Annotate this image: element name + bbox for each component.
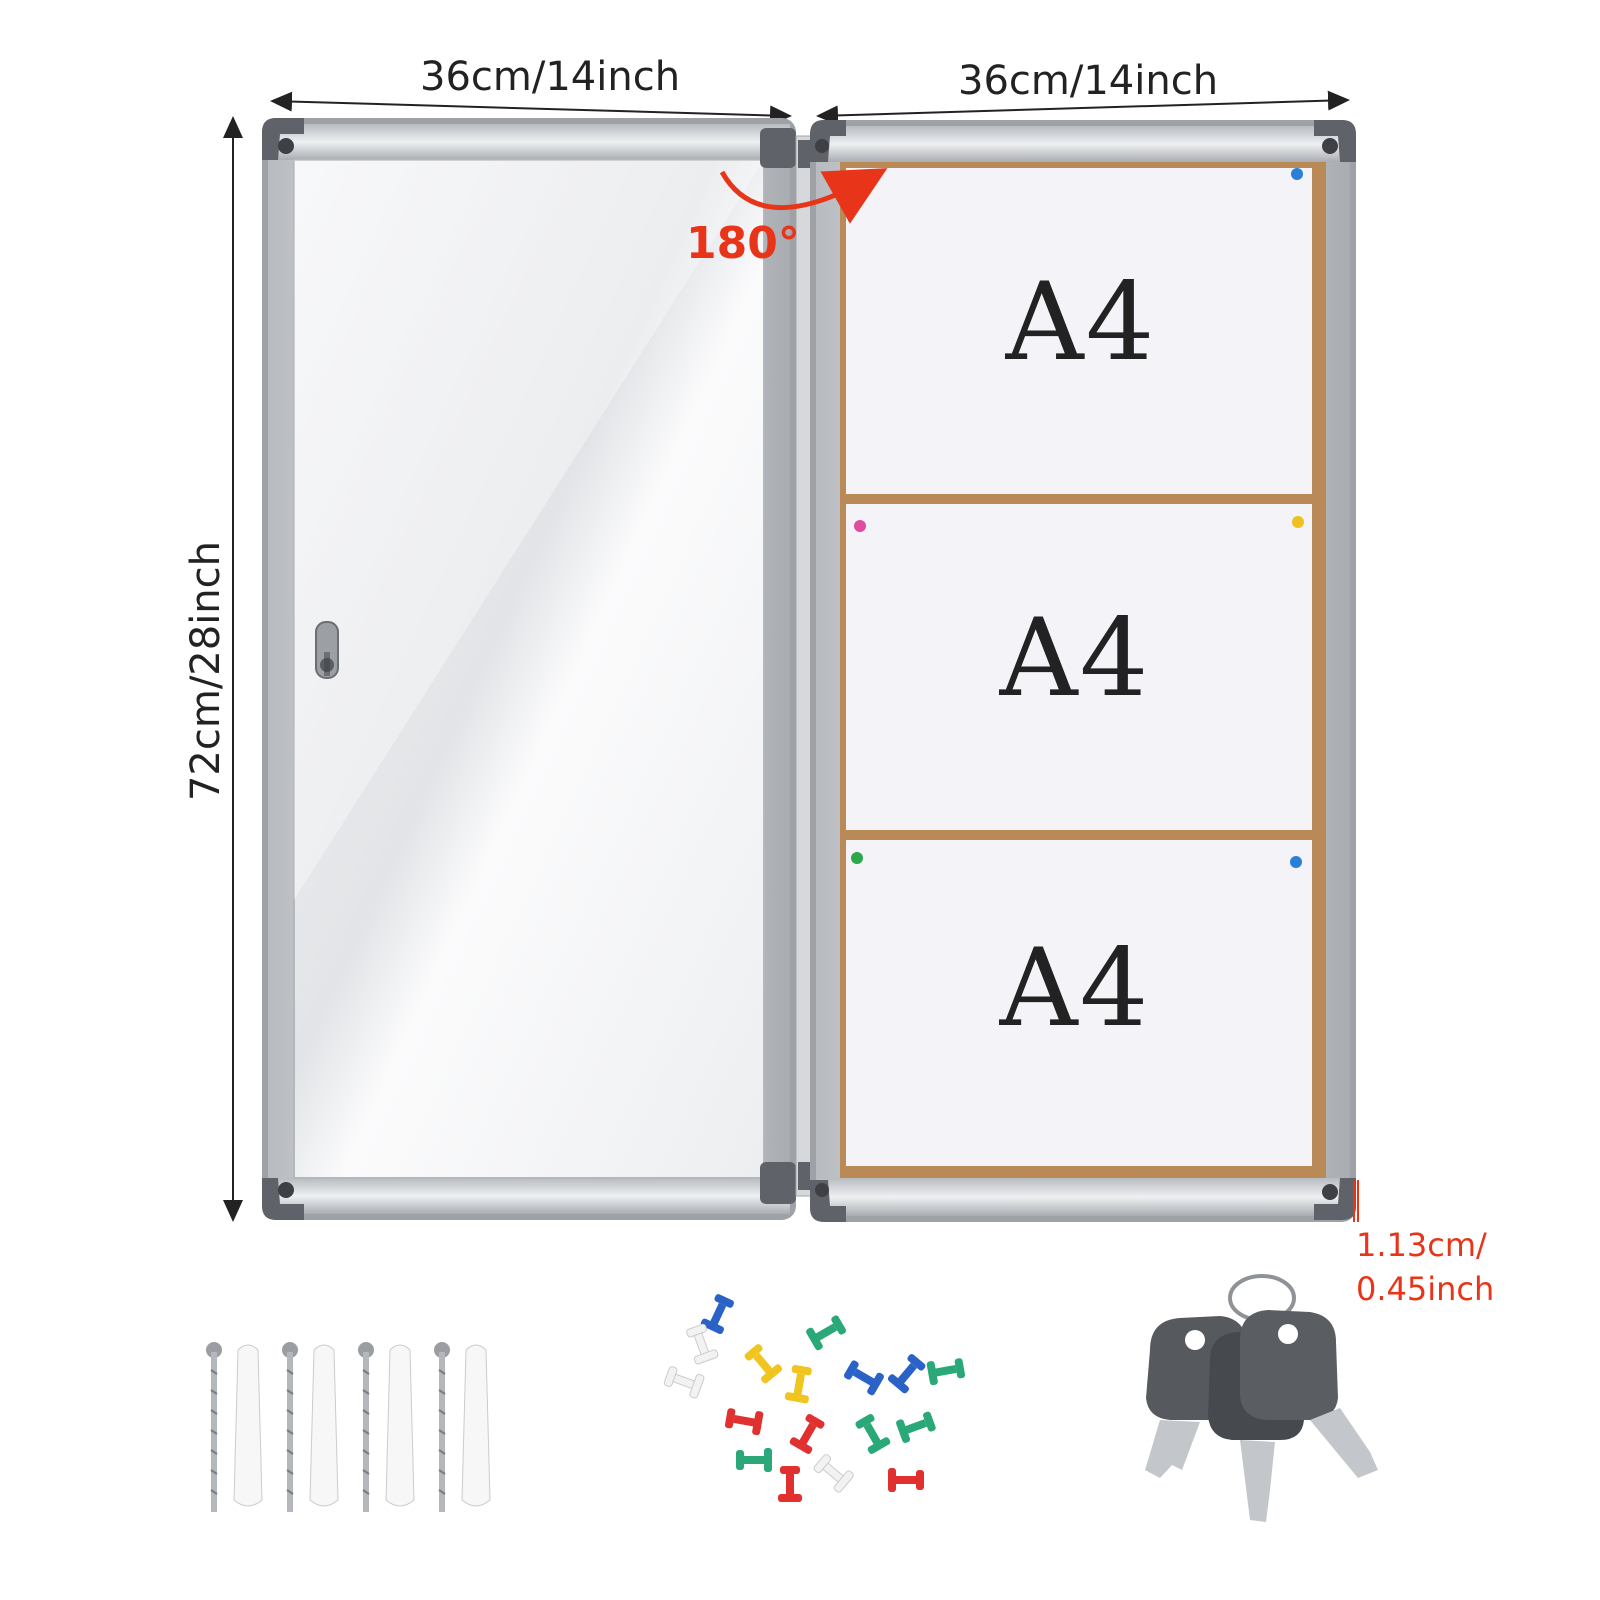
a4-label: A4 bbox=[999, 926, 1151, 1051]
corner-cap bbox=[760, 1162, 796, 1204]
corner-cap bbox=[262, 1178, 304, 1220]
glass-door bbox=[262, 118, 796, 1220]
push-pin-icon bbox=[854, 520, 866, 532]
thickness-marker bbox=[1353, 1180, 1359, 1222]
thickness-label-line2: 0.45inch bbox=[1356, 1270, 1495, 1308]
hinge bbox=[795, 135, 813, 1197]
a4-label: A4 bbox=[999, 596, 1151, 721]
push-pin-icon bbox=[851, 852, 863, 864]
height-label: 72cm/28inch bbox=[183, 540, 229, 802]
thickness-label-line1: 1.13cm/ bbox=[1356, 1226, 1487, 1264]
anchor-icon bbox=[309, 1344, 339, 1507]
a4-sheet bbox=[846, 840, 1312, 1166]
left-width-label: 36cm/14inch bbox=[420, 54, 681, 100]
rotation-label: 180° bbox=[686, 218, 800, 269]
screw-icon bbox=[206, 1342, 222, 1512]
corner-cap bbox=[760, 128, 796, 168]
corner-cap bbox=[262, 118, 304, 160]
a4-label: A4 bbox=[1005, 260, 1157, 385]
screw-icon bbox=[282, 1342, 298, 1512]
push-pin-icon bbox=[1291, 168, 1303, 180]
push-pin-icon bbox=[1290, 856, 1302, 868]
anchor-icon bbox=[461, 1344, 491, 1507]
screws-and-anchors bbox=[206, 1342, 491, 1512]
cork-board bbox=[810, 120, 1356, 1222]
screw-icon bbox=[434, 1342, 450, 1512]
push-pins-pile bbox=[663, 1294, 966, 1502]
anchor-icon bbox=[385, 1344, 415, 1507]
width-dimension-right bbox=[816, 90, 1350, 126]
keys-icon bbox=[1145, 1274, 1378, 1522]
width-dimension-left bbox=[270, 91, 792, 126]
screw-icon bbox=[358, 1342, 374, 1512]
rotation-arrow-icon bbox=[719, 168, 888, 224]
right-width-label: 36cm/14inch bbox=[958, 58, 1219, 104]
a4-sheet bbox=[846, 504, 1312, 830]
anchor-icon bbox=[233, 1344, 263, 1507]
door-lock[interactable] bbox=[315, 621, 339, 679]
a4-sheet bbox=[846, 168, 1312, 494]
push-pin-icon bbox=[1292, 516, 1304, 528]
